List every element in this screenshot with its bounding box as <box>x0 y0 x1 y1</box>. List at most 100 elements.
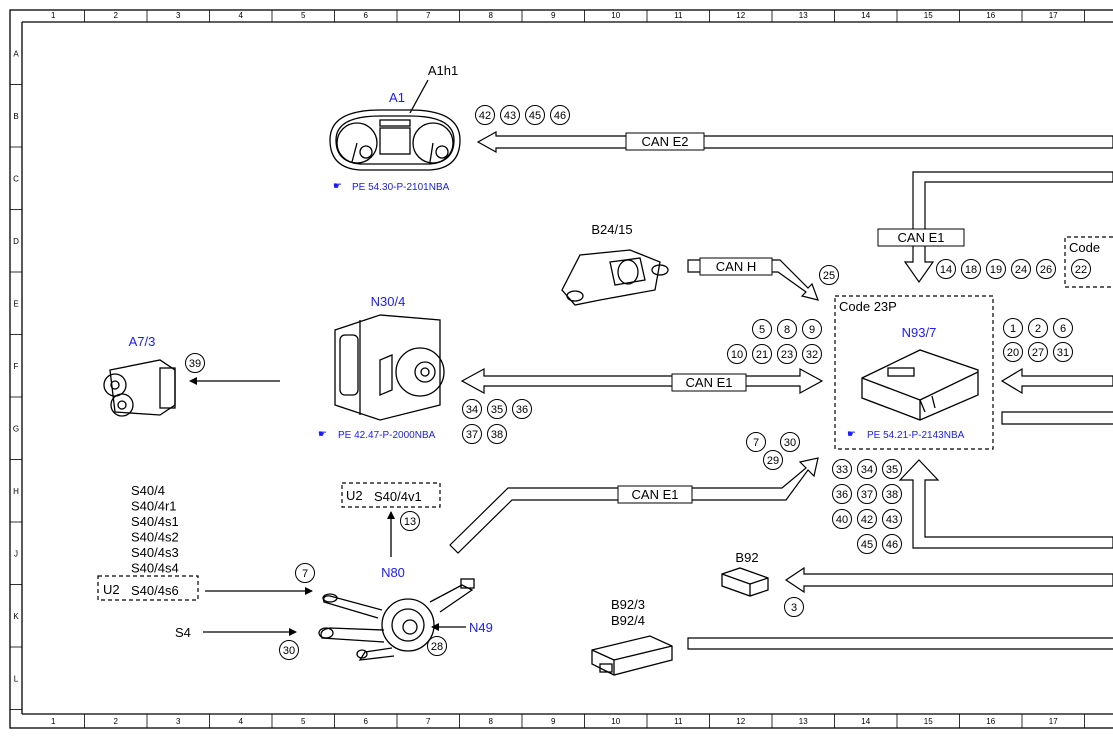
connector-number: 5 <box>759 324 765 336</box>
connector-circle: 42 <box>475 105 495 125</box>
connector-circle: 33 <box>832 459 852 479</box>
connector-circle: 5 <box>752 319 772 339</box>
connector-number: 9 <box>809 324 815 336</box>
connector-number: 24 <box>1015 264 1027 276</box>
connector-circle: 31 <box>1053 342 1073 362</box>
steering-module-n80: N80 N49 28 <box>318 565 493 661</box>
connector-circle: 42 <box>857 509 877 529</box>
svg-text:U2: U2 <box>103 582 120 597</box>
connector-number: 42 <box>861 514 873 526</box>
n30-ref-link[interactable]: PE 42.47-P-2000NBA <box>338 430 436 441</box>
connector-circle: 9 <box>802 319 822 339</box>
connector-circle: 13 <box>400 511 420 531</box>
grid-col-label: 7 <box>426 11 431 20</box>
connector-number: 35 <box>491 404 503 416</box>
connector-number: 25 <box>823 270 835 282</box>
connector-number: 34 <box>466 404 478 416</box>
connector-number: 8 <box>784 324 790 336</box>
grid-col-label: 12 <box>736 11 745 20</box>
connector-circle: 34 <box>462 399 482 419</box>
svg-text:N93/7: N93/7 <box>902 325 937 340</box>
connector-number: 37 <box>466 429 478 441</box>
connector-number: 7 <box>302 568 308 580</box>
connector-number: 45 <box>529 110 541 122</box>
grid-row-label: F <box>14 362 19 371</box>
grid-row-label: B <box>13 112 18 121</box>
n93-ref-link[interactable]: PE 54.21-P-2143NBA <box>867 430 965 441</box>
connector-circle: 22 <box>1071 259 1091 279</box>
connector-circle: 7 <box>746 432 766 452</box>
connector-circle: 21 <box>752 344 772 364</box>
connector-circle: 25 <box>819 265 839 285</box>
svg-text:U2: U2 <box>346 488 363 503</box>
connector-circle: 30 <box>780 432 800 452</box>
svg-text:CAN H: CAN H <box>716 259 756 274</box>
connector-circle: 14 <box>936 259 956 279</box>
svg-text:Code 23P: Code 23P <box>839 299 897 314</box>
connector-number: 43 <box>504 110 516 122</box>
connector-number: 35 <box>886 464 898 476</box>
code-box-right: Code 22 <box>1064 236 1113 288</box>
svg-text:☛: ☛ <box>318 429 327 440</box>
connector-number: 27 <box>1032 347 1044 359</box>
grid-row-label: H <box>13 487 19 496</box>
connector-circle: 23 <box>777 344 797 364</box>
svg-text:CAN E1: CAN E1 <box>632 487 679 502</box>
connector-number: 37 <box>861 489 873 501</box>
svg-text:Code: Code <box>1069 240 1100 255</box>
u2-s40-4v1-box: U2 S40/4v1 13 <box>341 482 441 557</box>
connector-circle: 38 <box>882 484 902 504</box>
grid-col-label: 8 <box>489 717 494 726</box>
grid-row-label: C <box>13 174 19 183</box>
connector-circle: 46 <box>882 534 902 554</box>
grid-col-label: 17 <box>1049 11 1058 20</box>
sensor-b24-15: B24/15 <box>561 222 669 306</box>
s40-list-item: S40/4s4 <box>131 561 179 576</box>
grid-col-label: 9 <box>551 717 556 726</box>
connector-circle: 20 <box>1003 342 1023 362</box>
a1-ref-link[interactable]: PE 54.30-P-2101NBA <box>352 182 450 193</box>
grid-col-label: 10 <box>611 717 620 726</box>
grid-col-label: 2 <box>114 11 119 20</box>
connector-circle: 39 <box>185 353 205 373</box>
s40-list-item: S40/4s3 <box>131 545 179 560</box>
connector-circle: 37 <box>462 424 482 444</box>
can-e2-label: CAN E2 <box>642 134 689 149</box>
grid-col-label: 16 <box>986 11 995 20</box>
s40-list-item: S40/4 <box>131 483 165 498</box>
grid-col-label: 11 <box>674 11 683 20</box>
connector-circle: 35 <box>882 459 902 479</box>
s40-list-item: S40/4r1 <box>131 499 177 514</box>
grid-col-label: 4 <box>239 717 244 726</box>
svg-text:N49: N49 <box>469 620 493 635</box>
connector-number: 1 <box>1010 323 1016 335</box>
connector-circle: 29 <box>763 450 783 470</box>
connector-number: 46 <box>886 539 898 551</box>
connector-circle: 26 <box>1036 259 1056 279</box>
grid-col-label: 11 <box>674 717 683 726</box>
connector-number: 45 <box>861 539 873 551</box>
can-e2-bus: CAN E2 <box>476 130 1113 154</box>
grid-col-label: 1 <box>51 11 56 20</box>
connector-number: 38 <box>886 489 898 501</box>
switch-list-s40: S40/4S40/4r1S40/4s1S40/4s2S40/4s3S40/4s4… <box>97 483 315 601</box>
svg-text:☛: ☛ <box>847 429 856 440</box>
connector-circle: 43 <box>500 105 520 125</box>
grid-col-label: 16 <box>986 717 995 726</box>
connector-number: 31 <box>1057 347 1069 359</box>
connector-number: 39 <box>189 358 201 370</box>
connector-circle: 19 <box>986 259 1006 279</box>
connector-number: 20 <box>1007 347 1019 359</box>
switch-s4: S4 30 <box>175 625 299 660</box>
grid-row-label: A <box>13 49 19 58</box>
connector-circle: 28 <box>427 636 447 656</box>
connector-number: 23 <box>781 349 793 361</box>
grid-col-label: 15 <box>924 11 933 20</box>
grid-col-label: 3 <box>176 717 181 726</box>
grid-col-label: 1 <box>51 717 56 726</box>
grid-col-label: 15 <box>924 717 933 726</box>
connector-number: 10 <box>731 349 743 361</box>
connector-circle: 3 <box>784 597 804 617</box>
